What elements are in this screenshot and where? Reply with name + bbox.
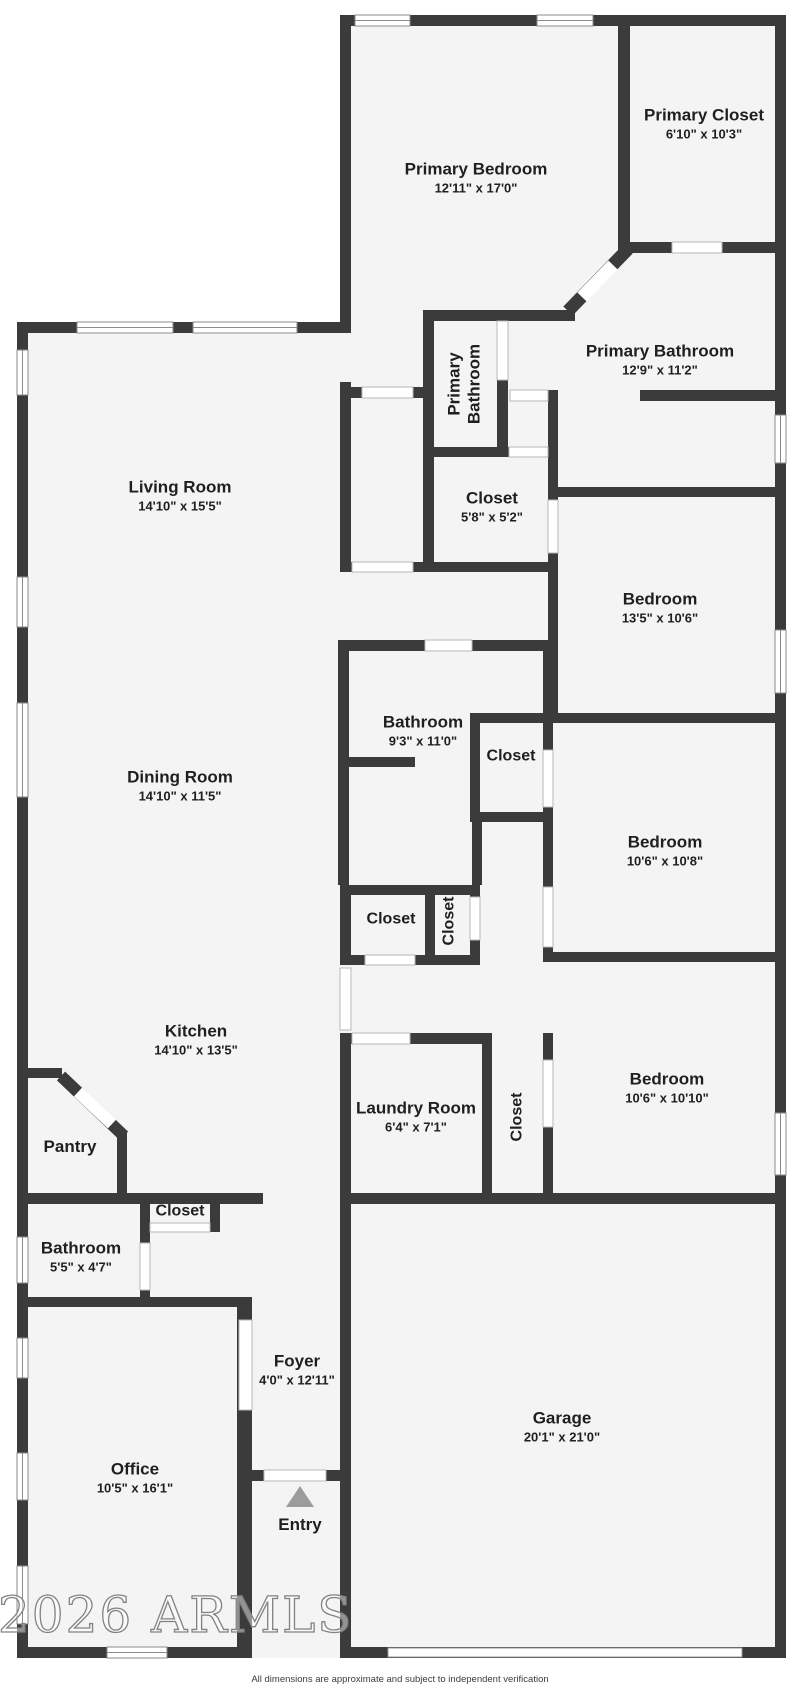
room-label-bedroom-e: Bedroom 10'6" x 10'8": [626, 832, 704, 869]
room-label-closet-bedroom-se: Closet: [508, 1092, 526, 1142]
windows: [16, 14, 787, 1659]
room-label-living-room: Living Room 14'10" x 15'5": [128, 477, 232, 514]
room-label-half-bathroom: Bathroom 5'5" x 4'7": [40, 1238, 122, 1275]
room-label-closet-bedroom-e: Closet: [486, 747, 536, 765]
room-label-hall-bathroom: Bathroom 9'3" x 11'0": [382, 712, 464, 749]
room-label-dining-room: Dining Room 14'10" x 11'5": [127, 767, 233, 804]
room-label-primary-bedroom: Primary Bedroom 12'11" x 17'0": [404, 159, 548, 196]
watermark: 2026 ARMLS: [0, 1585, 354, 1644]
room-label-office: Office 10'5" x 16'1": [96, 1459, 174, 1496]
room-label-foyer: Foyer 4'0" x 12'11": [259, 1351, 335, 1388]
room-label-primary-bathroom: Primary Bathroom 12'9" x 11'2": [585, 341, 735, 378]
room-label-kitchen: Kitchen 14'10" x 13'5": [154, 1021, 238, 1058]
garage-door: [387, 1647, 743, 1658]
room-label-entry: Entry: [278, 1514, 322, 1534]
room-label-primary-closet: Primary Closet 6'10" x 10'3": [644, 105, 764, 142]
room-label-closet-entry-hall: Closet: [155, 1202, 205, 1220]
room-label-laundry-room: Laundry Room 6'4" x 7'1": [356, 1098, 476, 1135]
disclaimer-text: All dimensions are approximate and subje…: [251, 1674, 549, 1685]
doors: [139, 241, 723, 1482]
room-label-pantry: Pantry: [43, 1136, 97, 1156]
floor-area: [17, 15, 786, 1658]
room-label-closet-hall-b: Closet: [440, 896, 458, 946]
room-label-closet-upper-hall: Closet 5'8" x 5'2": [461, 488, 523, 525]
room-label-bedroom-se: Bedroom 10'6" x 10'10": [625, 1069, 709, 1106]
room-label-garage: Garage 20'1" x 21'0": [523, 1408, 601, 1445]
room-label-bedroom-ne: Bedroom 13'5" x 10'6": [621, 589, 699, 626]
entry-direction-arrow-icon: [286, 1486, 314, 1507]
room-label-primary-bathroom-wc: Primary Bathroom: [444, 343, 484, 425]
room-label-closet-hall-a: Closet: [366, 910, 416, 928]
